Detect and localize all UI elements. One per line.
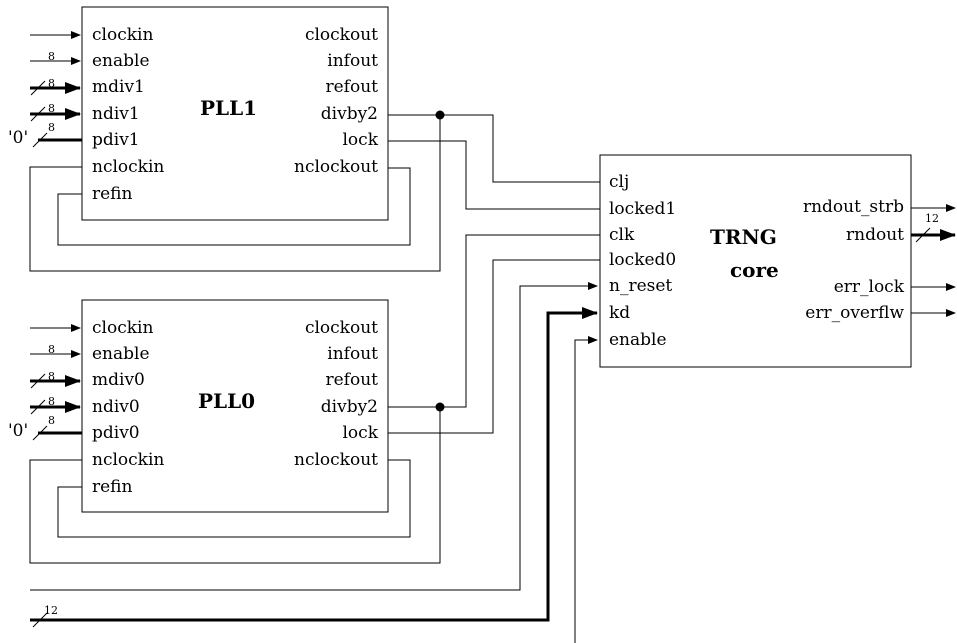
pll1-pdiv-width-label: 8 [48,121,55,134]
trng-port-kd: kd [609,303,631,323]
pll0-port-clockout: clockout [304,318,378,338]
trng-port-rndout: rndout [846,225,904,245]
pll1-mdiv-width-label: 8 [48,77,55,90]
locked1-wire [388,140,600,210]
pll0-block [81,299,389,513]
pll0-title: PLL0 [198,389,256,413]
pll0-port-clockin: clockin [92,318,154,338]
pll1-port-clockin: clockin [92,25,154,45]
bus-slash [30,399,46,415]
trng-port-err-lock: err_lock [833,277,904,297]
pll0-port-refout: refout [325,370,379,390]
pll0-pdiv-width-label: 8 [48,414,55,427]
bus-slash [915,227,931,243]
pll1-port-lock: lock [342,130,379,150]
pll0-port-nclockout: nclockout [294,450,378,470]
kd-bus [30,307,598,622]
pll0-port-pdiv0: pdiv0 [92,423,140,443]
pll0-port-lock: lock [342,423,379,443]
pll1-port-ndiv1: ndiv1 [92,104,140,124]
pll1-refin-loop [57,167,411,246]
pll1-port-mdiv1: mdiv1 [92,77,145,97]
pll1-port-nclockout: nclockout [294,157,378,177]
bus-slash [32,612,48,628]
pll0-nclockin-loop [29,407,441,564]
trng-title: TRNG [710,225,777,249]
trng-port-n-reset: n_reset [609,276,673,296]
trng-port-rndout-strb: rndout_strb [802,197,904,217]
pll1-enable-width-label: 8 [48,50,55,63]
pll0-refin-loop [57,459,411,538]
pll0-port-nclockin: nclockin [92,450,165,470]
pll1-port-nclockin: nclockin [92,157,165,177]
pll1-port-divby2: divby2 [320,104,378,124]
pll1-pdiv-constant: '0' [8,128,29,148]
bus-slash [30,80,46,96]
trng-port-locked0: locked0 [609,250,677,270]
trng-port-locked1: locked1 [609,199,677,219]
pll1-port-pdiv1: pdiv1 [92,130,140,150]
clk-wire [440,234,600,408]
pll0-ndiv-width-label: 8 [48,395,55,408]
bus-slash [30,373,46,389]
pll1-port-infout: infout [327,51,378,71]
trng-port-err-overflw: err_overflw [805,303,904,323]
pll1-port-enable: enable [92,51,150,71]
bus-slash [32,132,48,148]
pll0-port-refin: refin [92,477,133,497]
rndout-width-label: 12 [925,212,939,225]
bus-slash [32,425,48,441]
clj-wire [440,114,600,183]
trng-core-block [599,154,912,368]
pll0-port-enable: enable [92,344,150,364]
pll1-nclockin-loop [29,115,441,272]
pll1-ndiv-width-label: 8 [48,102,55,115]
pll1-port-refin: refin [92,184,133,204]
n-reset-wire [30,282,598,591]
pll0-port-infout: infout [327,344,378,364]
trng-enable-wire [574,336,598,643]
trng-port-enable: enable [609,330,667,350]
trng-subtitle: core [730,258,779,282]
pll0-enable-width-label: 8 [48,343,55,356]
pll1-title: PLL1 [200,96,258,120]
pll0-mdiv-width-label: 8 [48,370,55,383]
pll0-port-mdiv0: mdiv0 [92,370,145,390]
pll0-port-ndiv0: ndiv0 [92,397,140,417]
pll1-port-refout: refout [325,77,379,97]
pll1-block [81,6,389,221]
kd-width-label: 12 [44,604,58,617]
trng-port-clk: clk [609,225,635,245]
locked0-wire [388,259,600,434]
pll0-pdiv-constant: '0' [8,421,29,441]
pll0-port-divby2: divby2 [320,397,378,417]
bus-slash [30,106,46,122]
trng-port-clj: clj [609,172,630,192]
pll1-port-clockout: clockout [304,25,378,45]
